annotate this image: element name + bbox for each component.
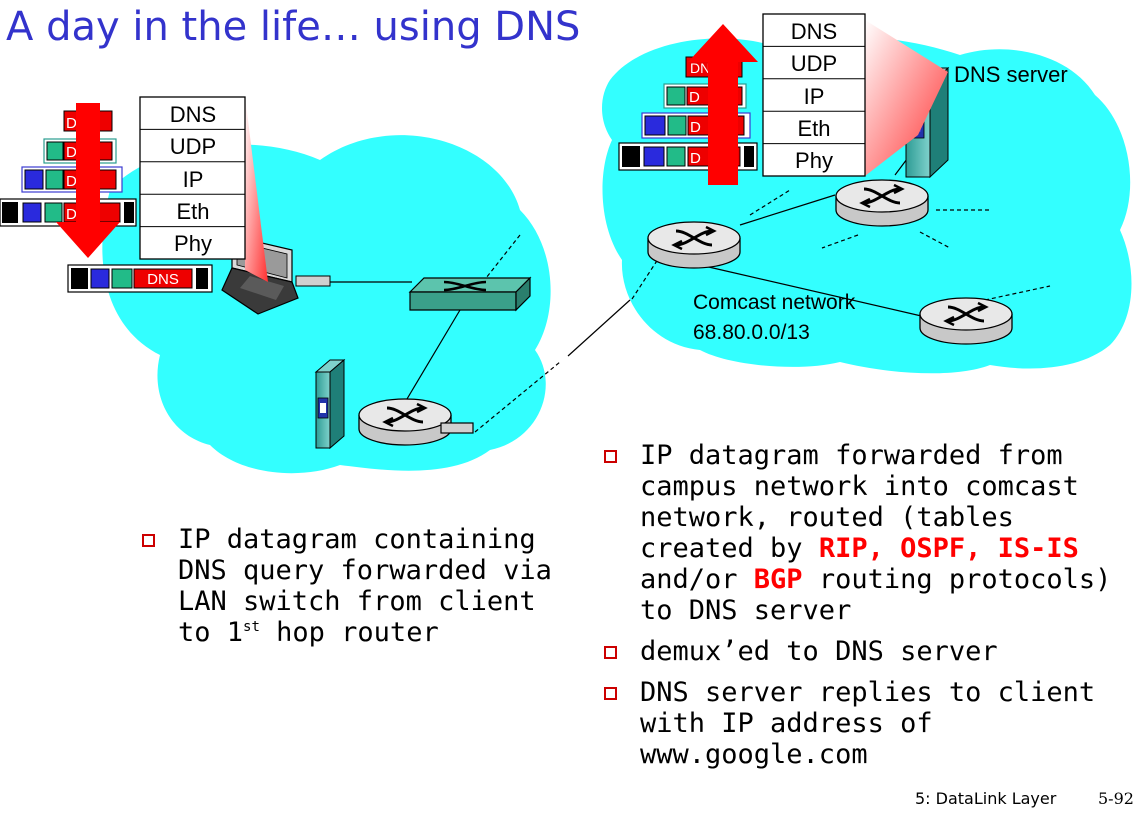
left-stack-layer: Eth [176, 199, 209, 224]
right-stack-layer: DNS [791, 19, 837, 44]
list-item: IP datagram containing DNS query forward… [130, 524, 570, 648]
left-stack-layer: DNS [170, 102, 216, 127]
list-item: demux’ed to DNS server [592, 636, 1140, 667]
left-encapsulation-frames: D D D D [0, 110, 137, 227]
dns-tag: D [66, 115, 77, 132]
page-title: A day in the life… using DNS [6, 4, 581, 50]
left-stack-layer: IP [183, 167, 204, 192]
footer-chapter: 5: DataLink Layer [915, 789, 1057, 808]
right-stack-layer: Phy [795, 148, 833, 173]
dns-server-label: DNS server [954, 62, 1068, 87]
right-stack-layer: UDP [791, 51, 837, 76]
page-number: 5-92 [1098, 789, 1134, 808]
left-stack-layer: Phy [174, 231, 212, 256]
down-arrow-icon [56, 103, 120, 258]
right-stack-layer: IP [804, 84, 825, 109]
dns-tag: D [66, 144, 77, 161]
comcast-router-3 [918, 296, 1014, 346]
comcast-router-2 [834, 178, 930, 228]
up-arrow-icon [688, 24, 758, 185]
right-protocol-stack: DNS UDP IP Eth Phy [762, 13, 866, 177]
right-stack-layer: Eth [797, 116, 830, 141]
left-arrived-frame: DNS [67, 264, 213, 293]
left-stack-cone [245, 96, 268, 282]
campus-server-icon [314, 358, 346, 450]
network-prefix-label: 68.80.0.0/13 [693, 321, 810, 344]
left-bullet-list: IP datagram containing DNS query forward… [130, 524, 570, 658]
network-name-label: Comcast network [693, 291, 856, 314]
comcast-router-1 [646, 220, 742, 270]
dns-tag: D [690, 150, 701, 167]
right-stack-cone [865, 20, 948, 176]
right-bullet-list: IP datagram forwarded from campus networ… [592, 440, 1140, 780]
dns-tag: D [690, 119, 701, 136]
dns-tag: DNS [147, 271, 179, 288]
lan-switch [408, 276, 532, 312]
dns-tag: D [689, 89, 700, 106]
dns-tag: D [66, 206, 77, 223]
list-item: DNS server replies to client with IP add… [592, 677, 1140, 770]
left-protocol-stack: DNS UDP IP Eth Phy [139, 96, 246, 260]
dns-tag: D [66, 173, 77, 190]
campus-router [357, 397, 474, 447]
network-links [330, 154, 1051, 433]
list-item: IP datagram forwarded from campus networ… [592, 440, 1140, 626]
left-stack-layer: UDP [170, 134, 216, 159]
